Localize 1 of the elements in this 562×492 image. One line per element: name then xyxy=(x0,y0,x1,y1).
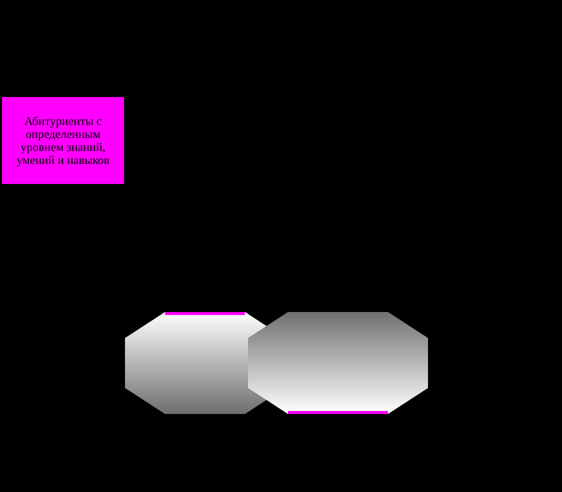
text-box: Абитуриенты с определенным уровнем знаний, умений и навыков xyxy=(2,97,124,184)
